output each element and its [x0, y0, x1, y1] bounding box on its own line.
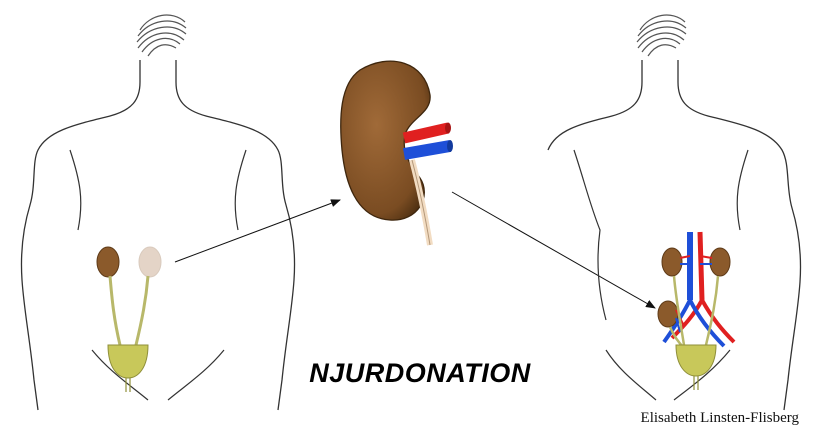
- kidney-vein-end: [447, 140, 453, 152]
- kidney-vein: [404, 146, 450, 154]
- kidney-icon: [341, 61, 453, 245]
- recipient-iliac-artery-right: [702, 300, 734, 342]
- arrow-icon: [175, 200, 340, 262]
- donor-body-outline: [21, 60, 294, 410]
- recipient-body-outline: [548, 60, 801, 410]
- donor-kidney-left: [97, 247, 119, 277]
- author-credit: Elisabeth Linsten-Flisberg: [641, 410, 799, 427]
- donor-waist: [70, 150, 246, 230]
- recipient-waist: [574, 150, 748, 320]
- donor-ureter-right: [136, 276, 148, 345]
- donor-hair: [137, 15, 186, 56]
- recipient-transplanted-kidney: [658, 301, 678, 327]
- recipient-aorta: [700, 232, 702, 300]
- recipient-urinary-system: [658, 232, 734, 390]
- kidney-artery: [404, 128, 448, 138]
- donor-body-icon: [21, 15, 294, 410]
- donor-kidney-removed: [139, 247, 161, 277]
- donor-urinary-system: [97, 247, 161, 392]
- arrow-icon: [452, 192, 655, 308]
- recipient-body-icon: [548, 15, 801, 410]
- donor-ureter-left: [110, 276, 120, 345]
- diagram-title: NJURDONATION: [300, 358, 540, 389]
- recipient-kidney-right: [710, 248, 730, 276]
- kidney-artery-end: [445, 123, 451, 134]
- recipient-kidney-left: [662, 248, 682, 276]
- recipient-hair: [637, 15, 686, 56]
- donor-urethra: [126, 378, 130, 392]
